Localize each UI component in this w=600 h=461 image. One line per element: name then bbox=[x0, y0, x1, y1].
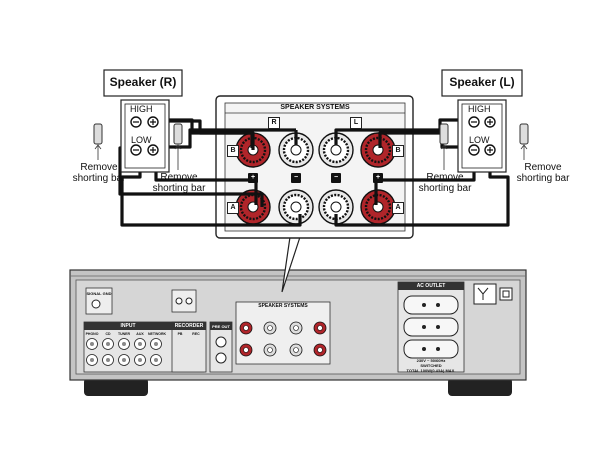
zoom-a-marker-left: A bbox=[227, 202, 239, 214]
speaker-l-box bbox=[439, 69, 529, 173]
input-label: INPUT bbox=[120, 323, 136, 329]
amp-terminal-0-0 bbox=[239, 321, 253, 335]
switch-block bbox=[171, 289, 197, 313]
zoom-minus-marker-left: − bbox=[291, 173, 301, 183]
input-jack bbox=[118, 338, 130, 350]
amp-terminal-0-2 bbox=[289, 321, 303, 335]
input-jack bbox=[118, 354, 130, 366]
input-jack bbox=[86, 338, 98, 350]
ac-outlet-spec-3: TOTAL 100W(0.43A) MAX. bbox=[406, 368, 456, 373]
input-jack bbox=[102, 338, 114, 350]
zoom-plus-marker-right: + bbox=[373, 173, 383, 183]
zoom-terminal-1-3 bbox=[360, 189, 396, 225]
amplifier-unit bbox=[69, 269, 527, 396]
input-col-label: AUX bbox=[136, 332, 144, 336]
zoom-b-marker-right: B bbox=[392, 145, 404, 157]
signal-gnd-label: SIGNAL GND bbox=[86, 291, 112, 296]
input-col-label: NETWORK bbox=[148, 332, 167, 336]
ac-outlet-spec-2: SWITCHED bbox=[420, 363, 442, 368]
amp-speaker-systems-label: SPEAKER SYSTEMS bbox=[258, 303, 308, 309]
amp-terminal-1-3 bbox=[313, 343, 327, 357]
speaker-l-high-label: HIGH bbox=[468, 104, 491, 114]
input-jack bbox=[150, 338, 162, 350]
input-col-label: PHONO bbox=[85, 332, 99, 336]
speaker-r-terminal-plate bbox=[120, 99, 170, 173]
ac-outlet-label: AC OUTLET bbox=[416, 283, 446, 289]
speaker-l-label-box bbox=[441, 69, 523, 97]
zoom-terminal-1-2 bbox=[318, 189, 354, 225]
amp-terminal-0-1 bbox=[263, 321, 277, 335]
input-jack bbox=[134, 338, 146, 350]
speaker-l-low-label: LOW bbox=[469, 135, 490, 145]
shorting-bar-r-1 bbox=[93, 123, 103, 145]
amp-foot-left bbox=[84, 378, 148, 396]
shorting-bar-l-2 bbox=[519, 123, 529, 145]
amp-terminal-0-3 bbox=[313, 321, 327, 335]
amp-terminal-1-1 bbox=[263, 343, 277, 357]
zoom-terminal-1-1 bbox=[278, 189, 314, 225]
amp-foot-right bbox=[448, 378, 512, 396]
ground-symbol bbox=[499, 287, 513, 301]
speaker-r-low-label: LOW bbox=[131, 135, 152, 145]
remove-shorting-bar-note-1: Remove shorting bar bbox=[72, 162, 126, 184]
remove-shorting-bar-note-4: Remove shorting bar bbox=[516, 162, 570, 184]
speaker-r-high-label: HIGH bbox=[130, 104, 153, 114]
pre-out-label: PRE OUT bbox=[212, 324, 230, 329]
input-jack bbox=[150, 354, 162, 366]
shorting-bar-l-1 bbox=[439, 123, 449, 145]
speaker-r-label-box bbox=[103, 69, 183, 97]
amp-terminal-1-2 bbox=[289, 343, 303, 357]
recorder-col-label: PB bbox=[177, 332, 183, 336]
input-jack bbox=[102, 354, 114, 366]
input-col-label: CD bbox=[105, 332, 111, 336]
ac-outlet-spec-1: 230V ~ 50/60Hz bbox=[416, 358, 446, 363]
input-jack bbox=[86, 354, 98, 366]
ac-sockets bbox=[403, 295, 459, 359]
zoom-l-marker: L bbox=[350, 117, 362, 129]
zoom-minus-marker-right: − bbox=[331, 173, 341, 183]
amp-terminal-1-0 bbox=[239, 343, 253, 357]
remove-shorting-bar-note-3: Remove shorting bar bbox=[418, 172, 472, 194]
speaker-l-title: Speaker (L) bbox=[449, 75, 515, 89]
zoom-panel-title: SPEAKER SYSTEMS bbox=[280, 104, 350, 111]
power-inlet bbox=[473, 283, 497, 305]
zoom-plus-marker-left: + bbox=[248, 173, 258, 183]
recorder-label: RECORDER bbox=[174, 323, 204, 329]
zoom-a-marker-right: A bbox=[392, 202, 404, 214]
amp-speaker-terminals bbox=[235, 301, 331, 365]
shorting-bar-r-2 bbox=[173, 123, 183, 145]
input-jack bbox=[134, 354, 146, 366]
zoom-b-marker-left: B bbox=[227, 145, 239, 157]
zoom-terminal-0-3 bbox=[360, 132, 396, 168]
zoom-r-marker: R bbox=[268, 117, 280, 129]
speaker-l-terminal-plate bbox=[457, 99, 507, 173]
input-col-label: TUNER bbox=[117, 332, 131, 336]
recorder-col-label: REC bbox=[192, 332, 200, 336]
speaker-r-box bbox=[93, 69, 183, 173]
remove-shorting-bar-note-2: Remove shorting bar bbox=[152, 172, 206, 194]
speaker-r-title: Speaker (R) bbox=[109, 75, 177, 89]
